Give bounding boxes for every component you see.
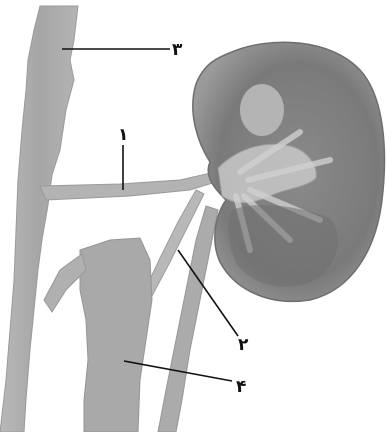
label-2: ۲ [238, 335, 249, 355]
upper-calyx [240, 84, 284, 136]
left-main-vessel [0, 6, 78, 432]
label-1: ۱ [118, 125, 128, 145]
lower-structure [80, 238, 152, 432]
label-4: ۴ [236, 377, 246, 397]
label-3: ۳ [172, 40, 183, 60]
right-descending-vessel [158, 206, 218, 432]
